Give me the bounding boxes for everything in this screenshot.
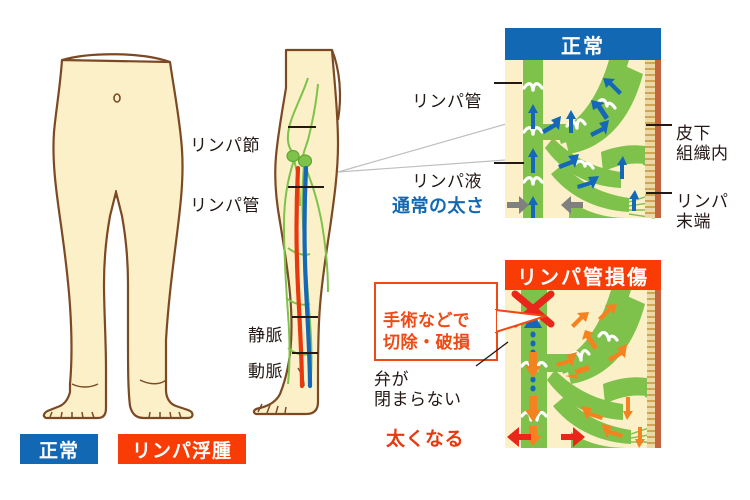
- lymph-node-marker: [286, 149, 300, 163]
- panel-header-damaged: リンパ管損傷: [505, 260, 661, 290]
- label-vein: 静脈: [248, 306, 283, 346]
- panel-normal-diagram: [505, 60, 661, 219]
- leader-vein: [292, 316, 318, 318]
- leader-lymph-node: [288, 126, 316, 128]
- label-lymph-terminal-text: リンパ 末端: [676, 192, 729, 232]
- leader-valve-not-closing: [475, 341, 509, 367]
- label-valve-not-closing-text: 弁が 閉まらない: [374, 370, 462, 410]
- label-lymph-fluid: リンパ液: [412, 152, 482, 192]
- leader-artery: [292, 352, 318, 354]
- label-lymph-vessel-panel: リンパ管: [412, 72, 482, 112]
- label-becomes-thicker-text: 太くなる: [386, 429, 465, 450]
- leader-lymph-vessel-panel: [494, 82, 522, 84]
- panel-damaged-diagram: [505, 290, 661, 448]
- panel-header-normal: 正常: [505, 28, 661, 60]
- label-normal-thickness: 通常の太さ: [392, 192, 485, 218]
- label-artery-text: 動脈: [248, 362, 283, 382]
- label-artery: 動脈: [248, 342, 283, 382]
- artery-line: [294, 165, 305, 389]
- leader-subcutaneous-tissue: [646, 124, 672, 126]
- label-vein-text: 静脈: [248, 326, 283, 346]
- status-label-normal: 正常: [20, 434, 98, 464]
- label-lymph-vessel-leg: リンパ管: [190, 176, 260, 216]
- label-becomes-thicker: 太くなる: [386, 424, 464, 451]
- label-lymph-node-text: リンパ節: [190, 136, 260, 156]
- status-label-normal-text: 正常: [38, 440, 79, 462]
- panel-header-damaged-text: リンパ管損傷: [517, 266, 649, 289]
- leader-lymph-terminal: [646, 192, 672, 194]
- status-label-lymphedema-text: リンパ浮腫: [131, 440, 232, 462]
- label-lymph-vessel-leg-text: リンパ管: [190, 196, 260, 216]
- label-valve-not-closing: 弁が 閉まらない: [374, 350, 462, 410]
- label-subcutaneous-tissue: 皮下 組織内: [676, 104, 729, 164]
- leader-lymph-fluid: [494, 162, 524, 164]
- side-leg-illustration: [252, 48, 342, 416]
- callout-surgery-damage: 手術などで 切除・破損: [374, 282, 498, 361]
- label-lymph-terminal: リンパ 末端: [676, 172, 729, 232]
- lymph-node-marker: [297, 154, 313, 168]
- zoom-guide-lines: [337, 123, 507, 173]
- callout-pointer: [492, 308, 547, 334]
- panel-header-normal-text: 正常: [561, 35, 605, 58]
- label-lymph-vessel-panel-text: リンパ管: [412, 92, 482, 112]
- leader-lymph-vessel-leg: [288, 186, 324, 188]
- label-lymph-fluid-text: リンパ液: [412, 172, 482, 192]
- label-lymph-node: リンパ節: [190, 116, 260, 156]
- label-subcutaneous-tissue-text: 皮下 組織内: [676, 124, 729, 164]
- vein-line: [302, 165, 313, 389]
- callout-surgery-damage-text: 手術などで 切除・破損: [383, 311, 471, 352]
- label-normal-thickness-text: 通常の太さ: [392, 196, 485, 216]
- status-label-lymphedema: リンパ浮腫: [118, 434, 246, 464]
- front-body-illustration: [42, 53, 194, 420]
